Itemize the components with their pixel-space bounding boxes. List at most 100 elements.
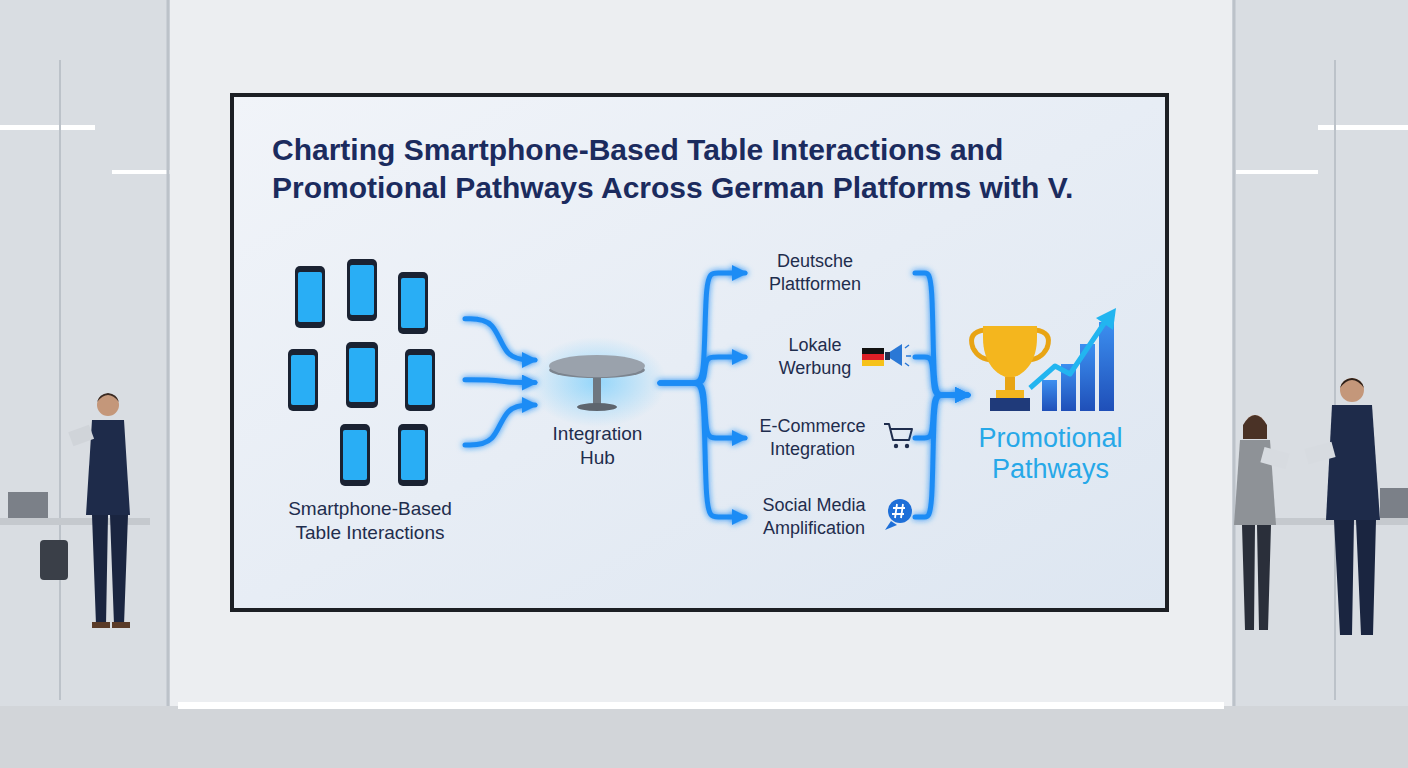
node-label: E-Commerce Integration xyxy=(750,415,875,461)
hub-glow xyxy=(527,337,667,427)
trend-arrowhead xyxy=(1096,308,1116,330)
phone-screen xyxy=(343,430,367,480)
shoe xyxy=(92,622,110,628)
glass-frame xyxy=(1334,60,1336,700)
bubble-tail xyxy=(885,521,897,530)
phone-screen xyxy=(349,348,375,402)
flow-arrow xyxy=(660,273,745,383)
phone-icon xyxy=(398,424,428,486)
display-screen xyxy=(232,95,1167,610)
device-cluster: Smartphone-Based Table Interactions xyxy=(275,255,465,545)
ceiling-light xyxy=(1236,170,1318,174)
phone-screen xyxy=(408,355,432,405)
node-label: Integration Hub xyxy=(535,422,660,470)
node-label: Promotional Pathways xyxy=(968,423,1133,485)
chair xyxy=(40,540,68,580)
ceiling-light xyxy=(112,170,170,174)
person-head xyxy=(97,394,119,416)
node-label: Deutsche Plattformen xyxy=(750,250,880,296)
channel-node: Social Media Amplification xyxy=(745,493,915,541)
cart-icon xyxy=(884,424,912,440)
paper xyxy=(1304,442,1335,465)
trophy-stem xyxy=(1005,377,1015,391)
ceiling-light xyxy=(0,125,95,130)
trophy-base xyxy=(990,398,1030,411)
megaphone-waves xyxy=(905,345,911,366)
phone-screen xyxy=(298,272,322,322)
connector-group xyxy=(465,273,968,517)
person-legs xyxy=(1334,520,1376,635)
phone-icon xyxy=(346,342,378,408)
shoe xyxy=(112,622,130,628)
flag-stripe xyxy=(862,348,884,354)
person-hair xyxy=(1340,378,1364,388)
flow-arrow xyxy=(660,383,745,517)
channel-node: E-Commerce Integration xyxy=(745,414,915,462)
flow-arrow xyxy=(660,357,745,383)
cart-wheel xyxy=(894,444,898,448)
channel-node: Lokale Werbung xyxy=(745,333,915,381)
monitor xyxy=(1380,488,1408,518)
person-legs xyxy=(1242,525,1271,630)
megaphone xyxy=(888,344,902,366)
flow-arrow xyxy=(915,395,968,517)
hashtag-mark xyxy=(892,504,905,518)
floor-light xyxy=(178,702,1224,709)
node-label: Social Media Amplification xyxy=(750,494,878,540)
table-base xyxy=(577,403,617,411)
flag-stripe xyxy=(862,360,884,366)
trophy-cup xyxy=(983,326,1037,378)
phone-icon xyxy=(340,424,370,486)
trophy-collar xyxy=(996,390,1024,398)
chart-bar xyxy=(1099,322,1114,411)
channel-node: Deutsche Plattformen xyxy=(745,249,915,297)
phone-icon xyxy=(398,272,428,334)
phone-body xyxy=(398,272,428,334)
megaphone-handle xyxy=(885,352,890,360)
phone-body xyxy=(288,349,318,411)
phone-icon xyxy=(288,349,318,411)
outcome-node: Promotional Pathways xyxy=(968,300,1133,485)
table-top xyxy=(549,355,645,377)
person-legs xyxy=(92,515,128,625)
ceiling-light xyxy=(1318,125,1408,130)
phone-body xyxy=(398,424,428,486)
phone-icons xyxy=(288,259,435,486)
floor xyxy=(0,706,1408,768)
wall-panel xyxy=(170,0,1232,706)
phone-screen xyxy=(350,265,374,315)
hub-node: Integration Hub xyxy=(535,345,660,470)
glass-frame xyxy=(59,60,61,700)
node-label: Lokale Werbung xyxy=(765,334,865,380)
phone-body xyxy=(405,349,435,411)
flow-arrow xyxy=(465,380,535,383)
person-body xyxy=(86,420,130,515)
diagram-title: Charting Smartphone-Based Table Interact… xyxy=(272,131,1132,207)
phone-screen xyxy=(401,278,425,328)
flow-arrow xyxy=(465,319,535,360)
phone-body xyxy=(340,424,370,486)
person-body xyxy=(1326,405,1380,520)
phone-icon xyxy=(295,266,325,328)
phone-body xyxy=(295,266,325,328)
person-hair xyxy=(1243,415,1267,439)
flow-arrow xyxy=(465,405,535,445)
node-label: Smartphone-Based Table Interactions xyxy=(275,497,465,545)
flag-stripe xyxy=(862,354,884,360)
monitor xyxy=(8,492,48,518)
phone-screen xyxy=(291,355,315,405)
phone-icon xyxy=(405,349,435,411)
person-hair xyxy=(97,393,119,402)
hashtag-bubble xyxy=(888,499,912,523)
phone-icon xyxy=(347,259,377,321)
chart-bar xyxy=(1042,380,1057,411)
person-head xyxy=(1340,378,1364,402)
paper xyxy=(1260,447,1289,469)
tablet xyxy=(68,425,94,447)
flow-arrow xyxy=(915,273,968,395)
flow-arrow xyxy=(915,357,968,395)
